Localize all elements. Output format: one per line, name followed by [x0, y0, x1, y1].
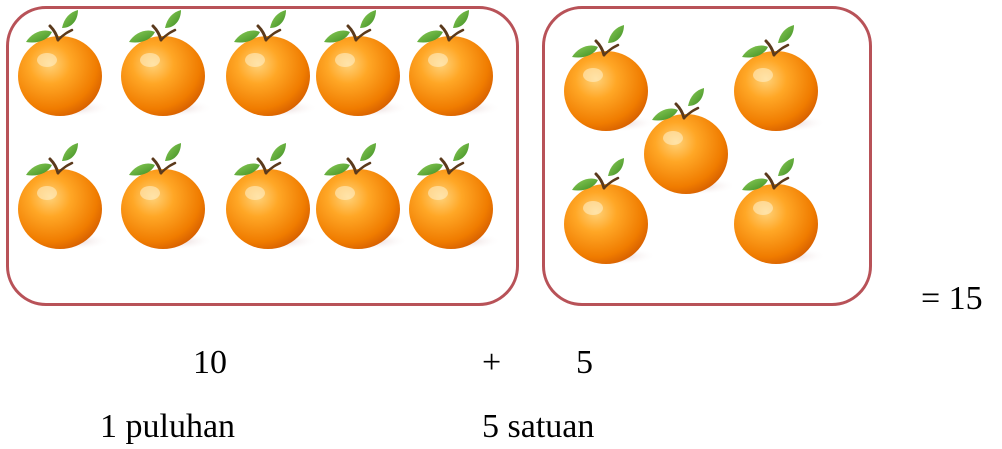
orange-icon: [730, 25, 830, 135]
tens-label: 1 puluhan: [100, 408, 236, 445]
orange-icon: [312, 10, 412, 120]
orange-icon: [560, 158, 660, 268]
ones-value: 5: [576, 344, 593, 381]
tens-value: 10: [193, 344, 227, 381]
orange-icon: [14, 10, 114, 120]
orange-icon: [117, 10, 217, 120]
orange-icon: [405, 10, 505, 120]
orange-icon: [730, 158, 830, 268]
ones-label: 5 satuan: [482, 408, 595, 445]
orange-icon: [222, 143, 322, 253]
orange-icon: [405, 143, 505, 253]
total-text: = 15: [921, 280, 983, 317]
orange-icon: [222, 10, 322, 120]
orange-icon: [14, 143, 114, 253]
plus-operator: +: [482, 344, 502, 381]
orange-icon: [117, 143, 217, 253]
orange-icon: [312, 143, 412, 253]
